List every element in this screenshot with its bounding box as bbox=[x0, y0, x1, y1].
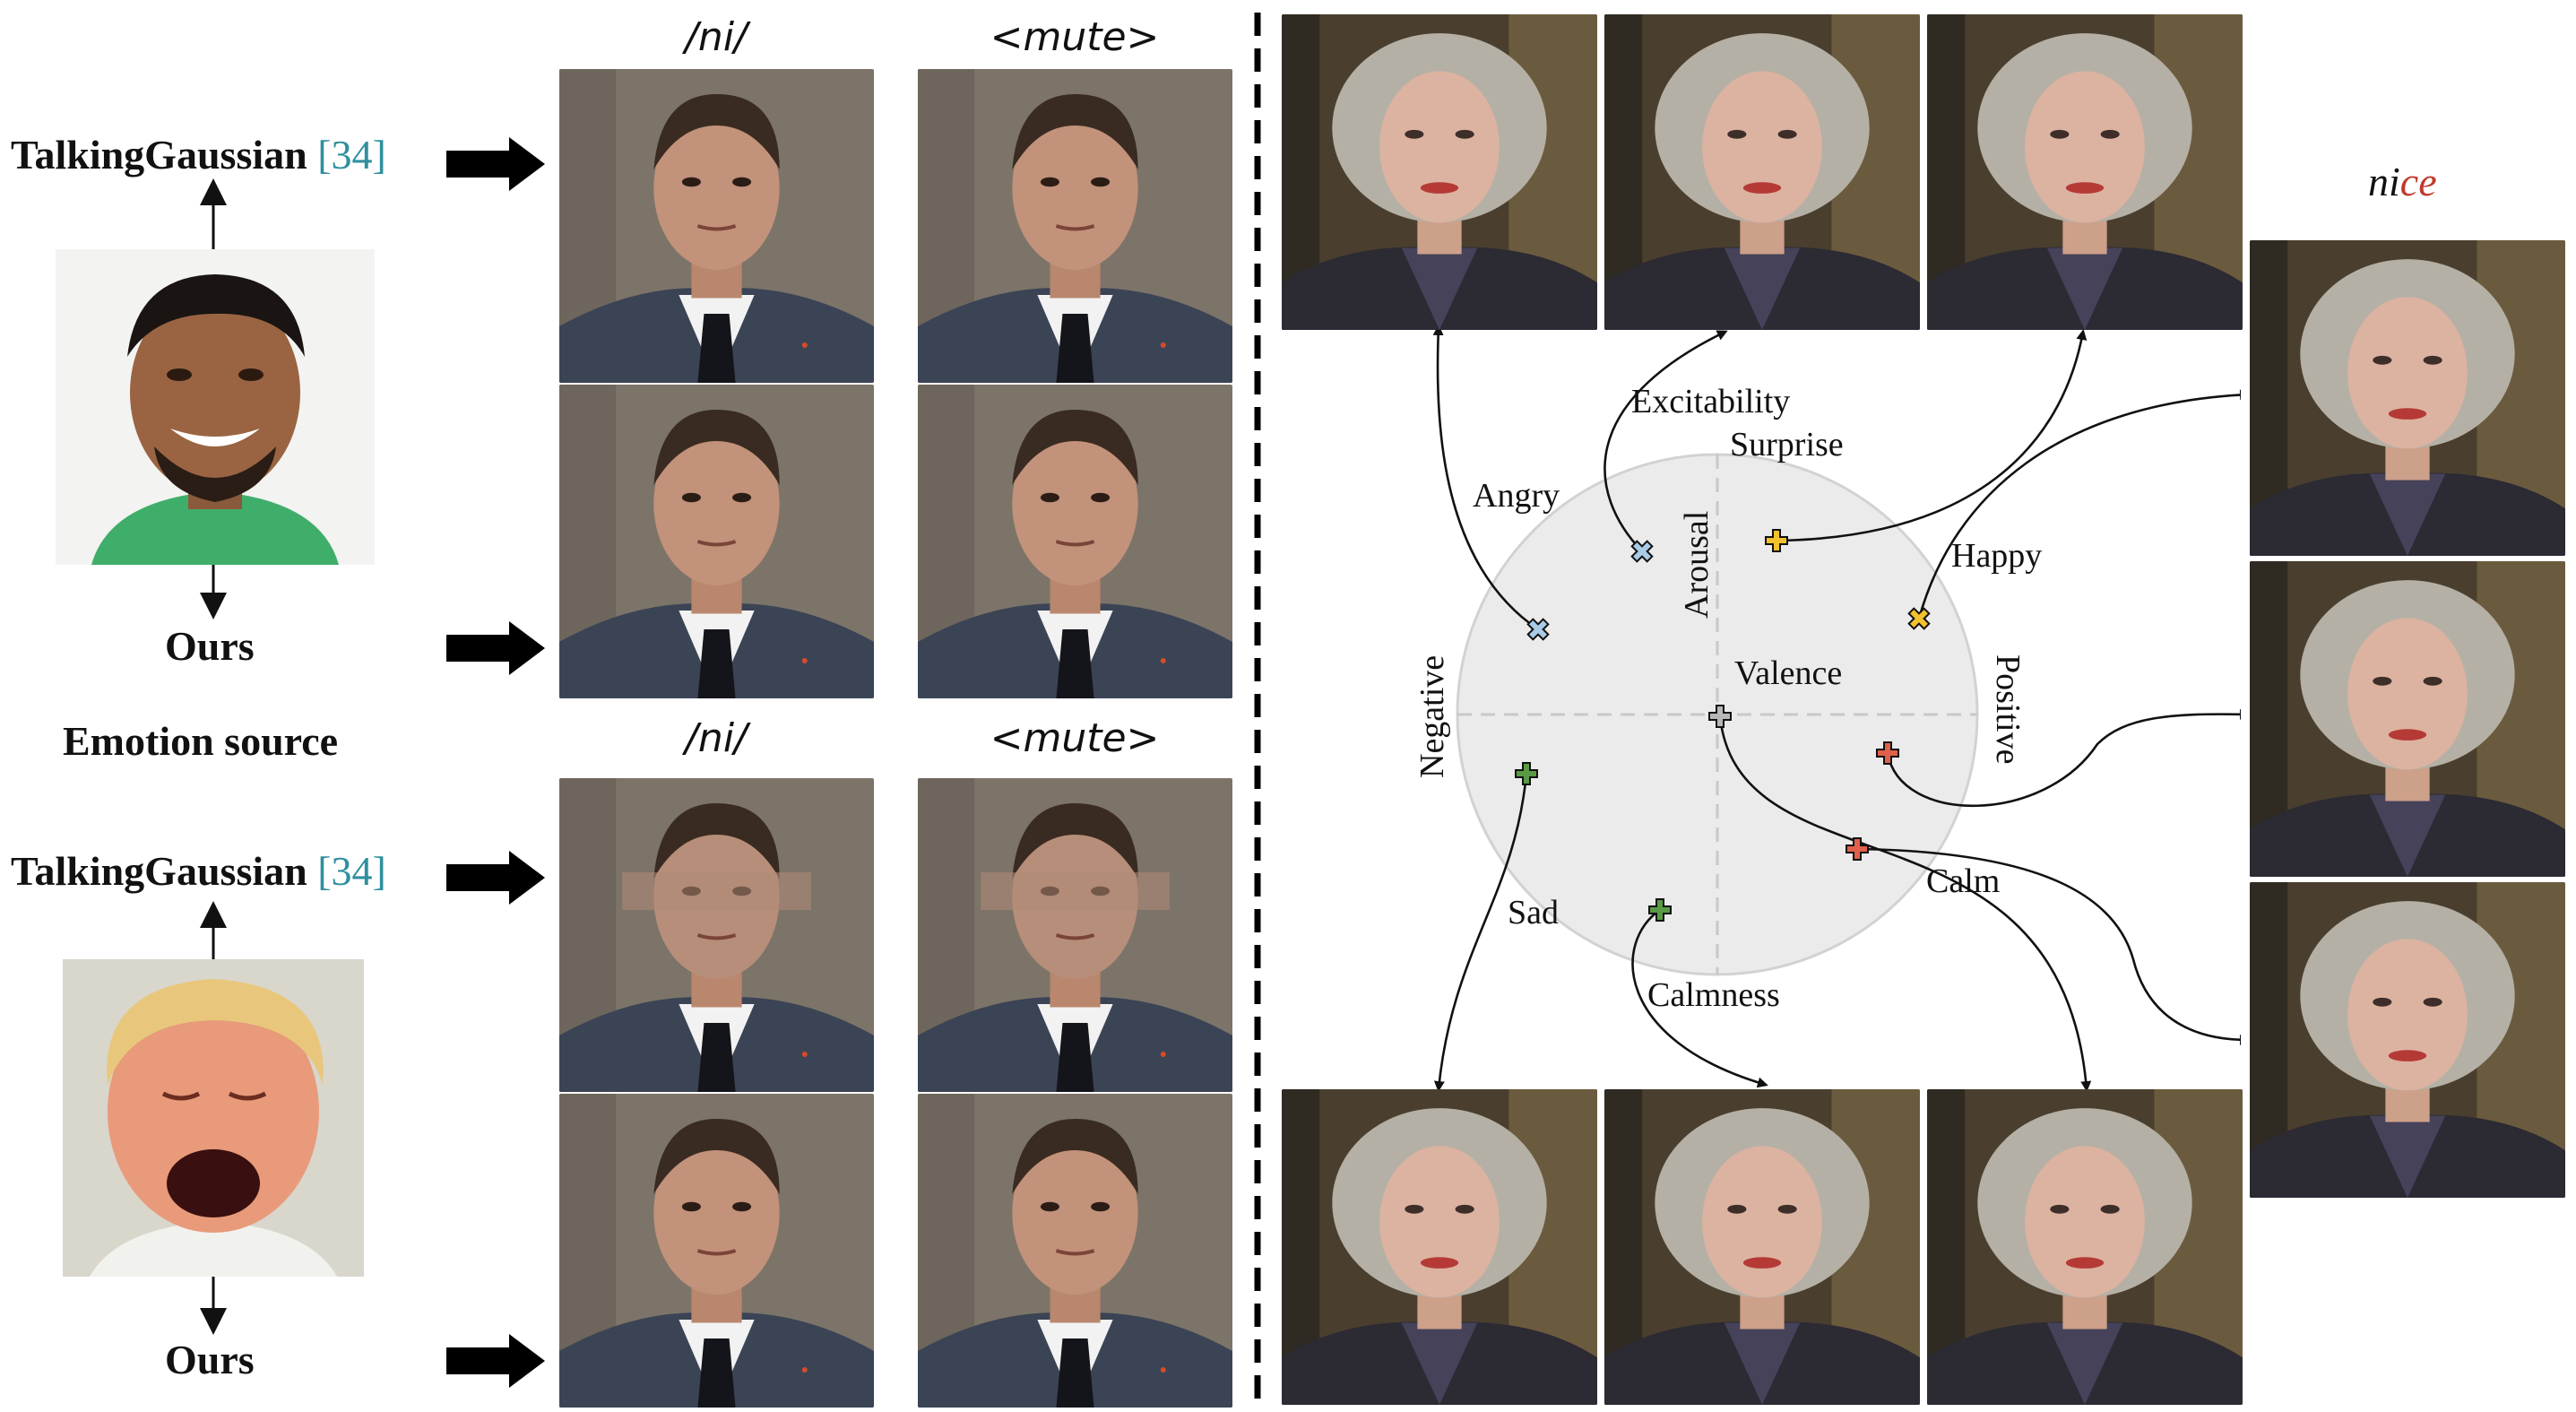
connector-calm bbox=[1856, 847, 2241, 1045]
connector-happy bbox=[1917, 389, 2241, 619]
ours-label-bottom: Ours bbox=[165, 1337, 255, 1382]
marker-surprise-icon bbox=[1765, 529, 1788, 552]
marker-happy-icon bbox=[1907, 607, 1931, 630]
emotion-source-image-sad bbox=[63, 959, 364, 1277]
emotion-source-label: Emotion source bbox=[63, 718, 339, 764]
connector-valence bbox=[1718, 715, 2092, 1092]
column-header-ni: /ni/ bbox=[685, 14, 748, 60]
marker-angry-icon bbox=[1526, 618, 1550, 641]
connector-positive bbox=[1886, 708, 2241, 808]
arrow-right-icon bbox=[446, 137, 545, 191]
label-happy: Happy bbox=[1951, 537, 2042, 575]
marker-positive-icon bbox=[1876, 741, 1899, 765]
arrow-right-icon bbox=[446, 1334, 545, 1388]
generated-frame-woman bbox=[2250, 240, 2565, 556]
generated-frame-woman bbox=[1604, 1089, 1920, 1405]
method-name: TalkingGaussian bbox=[11, 132, 307, 178]
generated-frame-woman bbox=[1604, 14, 1920, 330]
connector-angry bbox=[1432, 325, 1539, 631]
label-calmness: Calmness bbox=[1647, 976, 1780, 1014]
label-valence: Valence bbox=[1734, 654, 1842, 692]
citation-ref: [34] bbox=[317, 848, 386, 894]
generated-frame-woman bbox=[2250, 882, 2565, 1198]
generated-frame-man bbox=[918, 1094, 1232, 1408]
nice-suffix: ce bbox=[2399, 159, 2437, 204]
generated-frame-woman bbox=[1927, 14, 2243, 330]
emotion-source-image-happy bbox=[56, 249, 375, 565]
column-header-mute: <mute> bbox=[990, 14, 1160, 60]
marker-excitability-icon bbox=[1630, 540, 1654, 563]
nice-word: nice bbox=[2368, 158, 2437, 205]
generated-frame-man bbox=[918, 385, 1232, 698]
generated-frame-woman bbox=[1282, 14, 1597, 330]
arrow-right-icon bbox=[446, 851, 545, 905]
method-label-top: TalkingGaussian [34] bbox=[11, 131, 386, 178]
label-calm: Calm bbox=[1926, 862, 2000, 900]
generated-frame-man bbox=[918, 778, 1232, 1092]
marker-valence-icon bbox=[1708, 705, 1732, 728]
marker-sad-icon bbox=[1515, 762, 1538, 785]
dashed-divider bbox=[1254, 13, 1261, 1403]
connector-excitability bbox=[1604, 330, 1728, 552]
nice-prefix: ni bbox=[2368, 159, 2400, 204]
label-arousal: Arousal bbox=[1678, 511, 1716, 619]
generated-frame-woman bbox=[1927, 1089, 2243, 1405]
label-positive: Positive bbox=[1989, 654, 2027, 764]
generated-frame-man bbox=[559, 69, 874, 383]
generated-frame-woman bbox=[2250, 561, 2565, 877]
column-header-ni: /ni/ bbox=[685, 715, 748, 761]
ours-label-top: Ours bbox=[165, 623, 255, 669]
connector-calmness bbox=[1631, 908, 1768, 1088]
generated-frame-man bbox=[559, 778, 874, 1092]
method-name: TalkingGaussian bbox=[11, 848, 307, 894]
marker-calm-icon bbox=[1846, 837, 1869, 861]
connector-surprise bbox=[1776, 329, 2088, 542]
valence-arousal-diagram: Excitability Surprise Angry Happy Valenc… bbox=[1413, 325, 2241, 1092]
label-angry: Angry bbox=[1473, 477, 1560, 515]
label-surprise: Surprise bbox=[1730, 426, 1844, 463]
generated-frame-man bbox=[918, 69, 1232, 383]
generated-frame-man bbox=[559, 385, 874, 698]
label-excitability: Excitability bbox=[1631, 383, 1790, 420]
connector-sad bbox=[1433, 773, 1528, 1092]
method-label-bottom: TalkingGaussian [34] bbox=[11, 847, 386, 895]
arrow-right-icon bbox=[446, 621, 545, 675]
source-arrows bbox=[200, 178, 227, 1335]
label-negative: Negative bbox=[1413, 655, 1451, 778]
label-sad: Sad bbox=[1508, 894, 1559, 931]
citation-ref: [34] bbox=[317, 132, 386, 178]
generated-frame-man bbox=[559, 1094, 874, 1408]
marker-calmness-icon bbox=[1648, 898, 1672, 922]
column-header-mute: <mute> bbox=[990, 715, 1160, 761]
generated-frame-woman bbox=[1282, 1089, 1597, 1405]
